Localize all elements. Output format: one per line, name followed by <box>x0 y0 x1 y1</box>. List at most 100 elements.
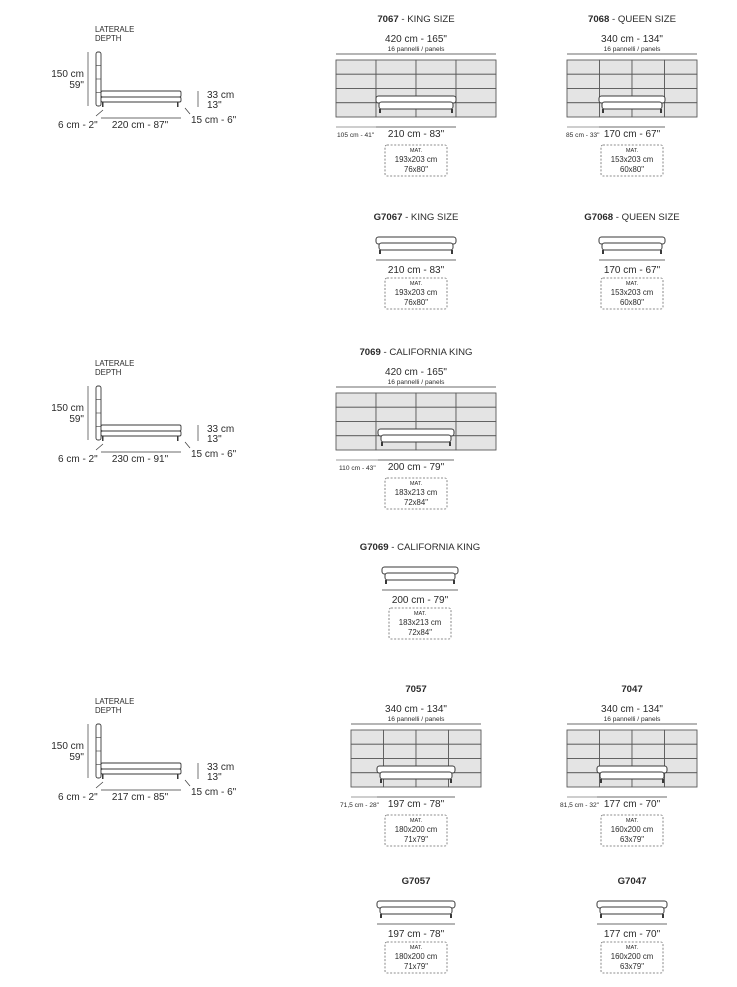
bed-width: 170 cm - 67" <box>604 129 661 140</box>
model-name: - CALIFORNIA KING <box>381 347 473 358</box>
mattress <box>379 771 453 780</box>
mattress-in: 63x79" <box>620 962 644 971</box>
wall-panel <box>448 772 482 788</box>
leg <box>379 109 381 113</box>
wall-panel <box>664 73 698 89</box>
mattress <box>378 101 454 110</box>
wall-width: 420 cm - 165" <box>385 34 447 45</box>
model-name: - QUEEN SIZE <box>613 212 680 223</box>
wall-panel <box>455 59 497 75</box>
mattress-box-frame <box>388 607 452 640</box>
mattress-box-frame <box>600 941 664 974</box>
bed-length: 220 cm - 87" <box>112 120 169 131</box>
wall-panel <box>566 59 600 75</box>
mattress-cm: 193x203 cm <box>395 155 437 164</box>
mattress-label: MAT. <box>626 945 639 951</box>
wall-width: 340 cm - 134" <box>601 34 663 45</box>
wall-panel <box>375 406 417 422</box>
bed-length: 230 cm - 91" <box>112 454 169 465</box>
model-code: 7069 <box>359 347 380 358</box>
wall-panel <box>664 59 698 75</box>
bed-length: 217 cm - 85" <box>112 792 169 803</box>
wall-panel <box>599 729 633 745</box>
model-code: 7057 <box>405 684 426 695</box>
side-view-label: LATERALE <box>95 25 134 34</box>
wall-panel <box>383 743 417 759</box>
wall-panel <box>335 102 377 118</box>
wall-panel <box>375 392 417 408</box>
model-title: G7069 - CALIFORNIA KING <box>360 542 481 553</box>
side-view-label-en: DEPTH <box>95 368 121 377</box>
base-side <box>100 430 182 437</box>
mattress-in: 60x80" <box>620 298 644 307</box>
leg-height-cm: 33 cm <box>207 762 234 773</box>
model-name: - CALIFORNIA KING <box>389 542 481 553</box>
height-cm: 150 cm <box>51 403 84 414</box>
mattress <box>378 242 454 251</box>
mattress <box>599 771 665 780</box>
model-title: G7047 <box>618 876 647 887</box>
bed-front-view <box>596 900 668 918</box>
wall-panel <box>664 729 698 745</box>
mattress-label: MAT. <box>410 281 423 287</box>
wall-panel <box>599 59 633 75</box>
mattress-label: MAT. <box>626 281 639 287</box>
leg <box>177 774 179 779</box>
wall-panel <box>664 102 698 118</box>
panel-count: 16 pannelli / panels <box>604 716 662 723</box>
leg <box>662 914 664 918</box>
wall-panel <box>335 435 377 451</box>
leg <box>662 779 664 783</box>
leg <box>102 436 104 441</box>
mattress-box-frame <box>384 144 448 177</box>
leg-inset: 15 cm - 6" <box>191 449 237 460</box>
mattress <box>380 434 452 443</box>
wall-panel <box>631 59 665 75</box>
wall-panel <box>631 73 665 89</box>
leg-height-in: 13" <box>207 772 222 783</box>
model-code: 7047 <box>621 684 642 695</box>
mattress-box-frame <box>384 941 448 974</box>
model-title: 7047 <box>621 684 642 695</box>
model-name: - KING SIZE <box>402 212 458 223</box>
mattress <box>379 906 453 915</box>
mattress-cm: 160x200 cm <box>611 825 653 834</box>
leg <box>451 250 453 254</box>
wall-panel <box>599 73 633 89</box>
wall-panel <box>415 743 449 759</box>
leg <box>450 779 452 783</box>
wall-panel <box>335 406 377 422</box>
wall-panel <box>566 772 600 788</box>
wall-panel <box>448 743 482 759</box>
wall-panel <box>350 729 384 745</box>
wall-panel <box>566 73 600 89</box>
model-code: G7047 <box>618 876 647 887</box>
model-code: G7067 <box>374 212 403 223</box>
mattress <box>599 906 665 915</box>
mattress-in: 63x79" <box>620 835 644 844</box>
leg <box>102 102 104 107</box>
mattress-side <box>100 762 182 770</box>
side-offset: 85 cm - 33" <box>566 132 600 139</box>
wall-panel <box>455 406 497 422</box>
side-view-label: LATERALE <box>95 359 134 368</box>
height-in: 59" <box>69 752 84 763</box>
leg <box>449 442 451 446</box>
leg <box>600 914 602 918</box>
mattress-side <box>100 424 182 432</box>
model-code: G7069 <box>360 542 389 553</box>
leg-inset: 15 cm - 6" <box>191 115 237 126</box>
wall-panel <box>455 73 497 89</box>
leg-height-cm: 33 cm <box>207 90 234 101</box>
bed-front-view <box>598 95 666 113</box>
panel-count: 16 pannelli / panels <box>388 716 446 723</box>
side-offset: 81,5 cm - 32" <box>560 802 600 809</box>
mattress-box-frame <box>600 814 664 847</box>
